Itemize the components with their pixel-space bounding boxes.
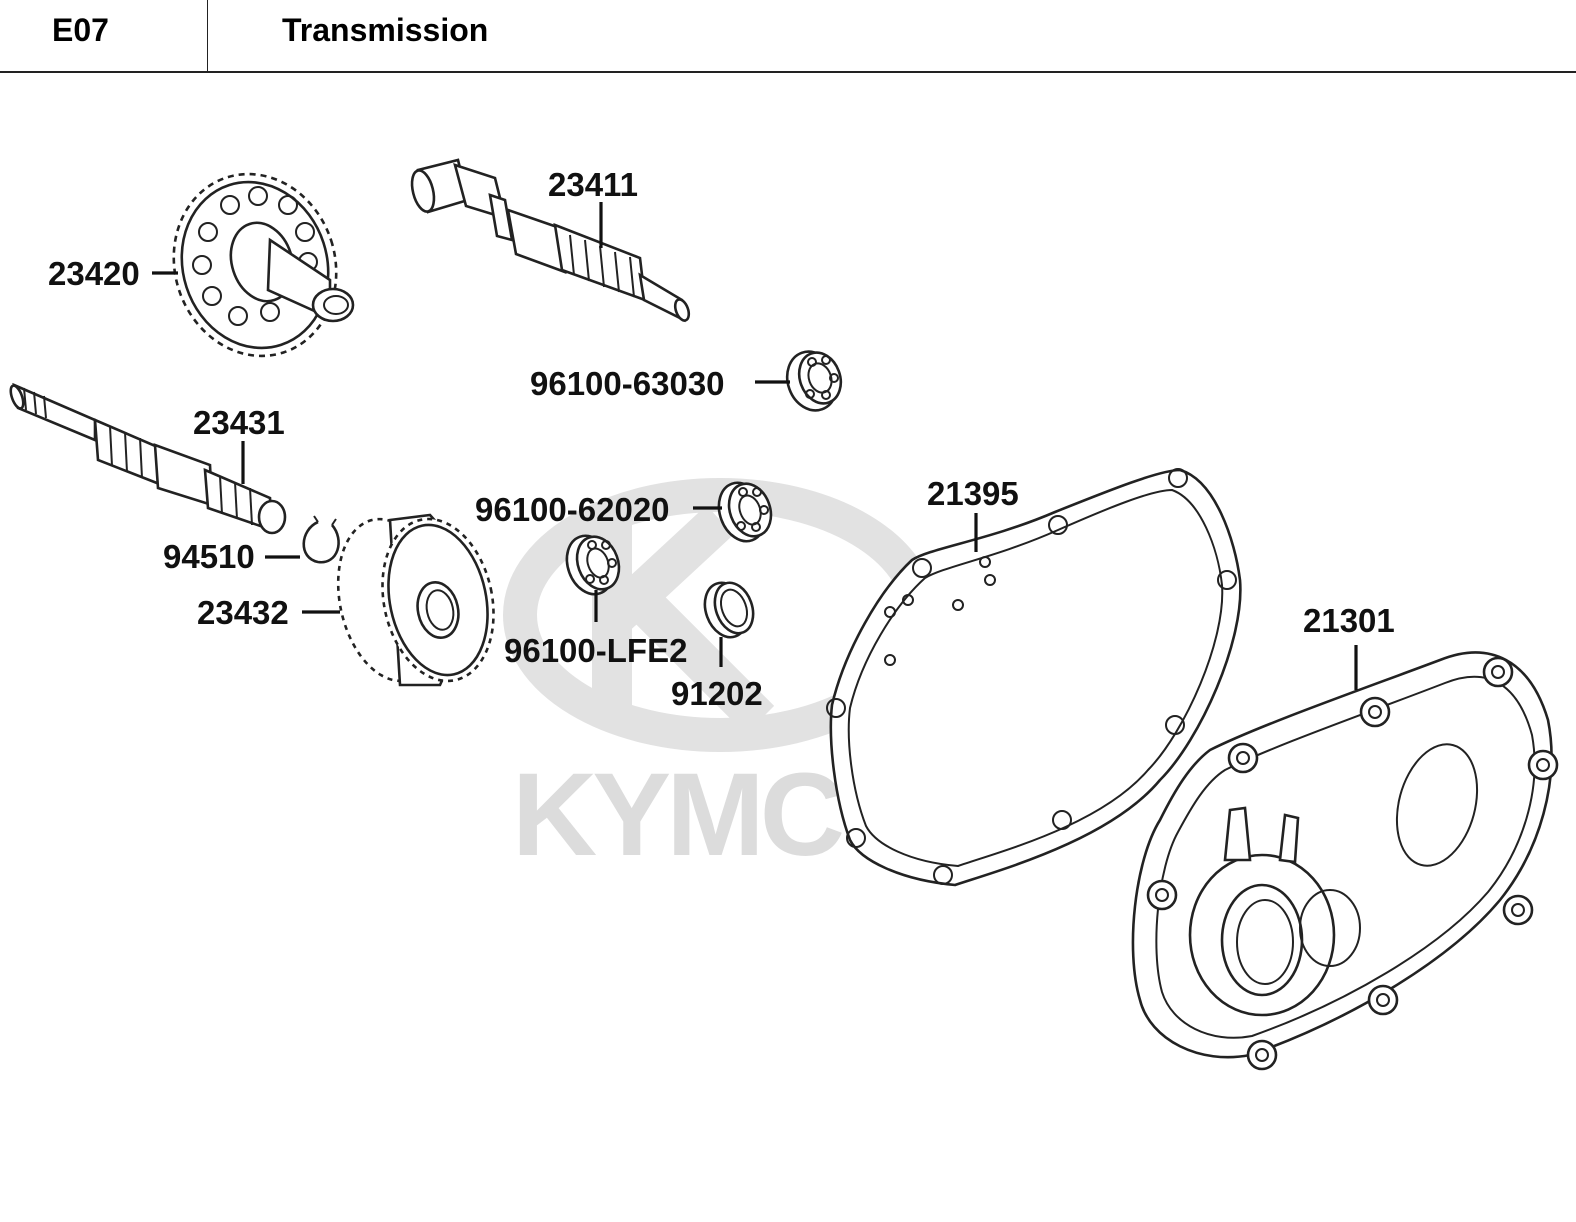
label-94510: 94510 <box>163 538 255 575</box>
label-96100-62020: 96100-62020 <box>475 491 670 528</box>
label-91202: 91202 <box>671 675 763 712</box>
section-code: E07 <box>52 12 109 48</box>
label-96100-63030: 96100-63030 <box>530 365 725 402</box>
part-23420-drive-gear[interactable] <box>150 153 359 377</box>
part-23431-final-shaft[interactable] <box>8 382 287 535</box>
part-96100-LFE2-bearing[interactable] <box>559 529 626 600</box>
header-divider <box>207 0 208 73</box>
label-23432: 23432 <box>197 594 289 631</box>
part-23411-drive-shaft[interactable] <box>408 158 691 323</box>
part-21301-transmission-cover[interactable] <box>1131 651 1559 1071</box>
label-96100-LFE2: 96100-LFE2 <box>504 632 687 669</box>
part-96100-62020-bearing[interactable] <box>711 476 778 547</box>
part-21395-gasket[interactable] <box>826 468 1242 887</box>
section-title: Transmission <box>282 12 489 48</box>
part-23432-final-gear[interactable] <box>324 509 508 692</box>
part-96100-63030-bearing[interactable] <box>779 345 847 418</box>
label-21301: 21301 <box>1303 602 1395 639</box>
label-21395: 21395 <box>927 475 1019 512</box>
label-23411: 23411 <box>548 166 638 203</box>
page-header: E07 Transmission <box>0 0 1576 73</box>
label-23431: 23431 <box>193 404 285 441</box>
part-94510-circlip[interactable] <box>302 515 340 564</box>
label-23420: 23420 <box>48 255 140 292</box>
part-91202-oil-seal[interactable] <box>698 577 760 643</box>
